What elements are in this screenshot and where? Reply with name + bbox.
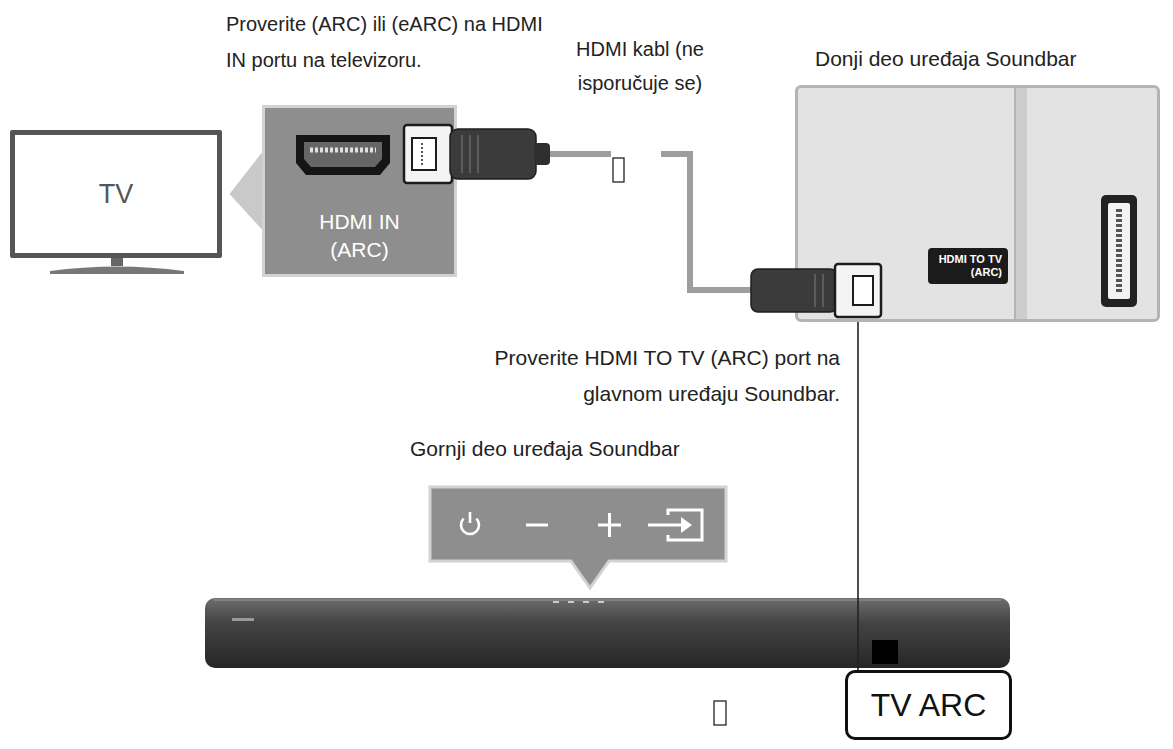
port-name: HDMI IN (ARC)	[308, 208, 412, 265]
callout-pointer-edge	[571, 561, 609, 588]
panel-port-and-plug	[795, 85, 1160, 322]
tv-stand	[50, 258, 184, 274]
plug-grip	[461, 135, 463, 173]
plug-body	[450, 129, 536, 179]
callout-pointer	[571, 559, 609, 588]
input-icon	[648, 524, 683, 527]
plug-head	[404, 125, 452, 183]
plug-body	[751, 269, 837, 312]
soundbar-button-mark	[568, 601, 574, 603]
soundbar-body	[205, 598, 1010, 668]
plug-contacts	[412, 138, 436, 170]
plug-tail	[534, 143, 550, 165]
tv-arc-box: TV ARC	[845, 670, 1012, 740]
plus-icon	[608, 513, 611, 537]
plug-contacts	[853, 276, 873, 305]
leader-line	[857, 322, 859, 670]
soundbar-housing	[205, 598, 1010, 668]
part-heading: Gornji deo uređaja Soundbar	[410, 434, 790, 464]
tv-stand-neck	[111, 258, 123, 266]
soundbar-button-mark	[583, 601, 589, 603]
callout-wedge	[230, 153, 262, 229]
plug-contacts	[421, 143, 423, 165]
missing-glyph-mark	[613, 158, 624, 182]
button-panel	[430, 487, 726, 561]
soundbar-bottom-panel: Donji deo uređaja SoundbarHDMI TO TV (AR…	[795, 85, 1160, 322]
soundbar-logo	[232, 618, 254, 621]
hdmi-port-pins	[1116, 209, 1122, 293]
power-icon	[469, 512, 472, 523]
panel-divider	[1015, 88, 1027, 319]
soundbar-button-mark	[598, 601, 604, 603]
soundbar-top-callout	[430, 487, 726, 588]
edge-label: HDMI kabl (ne isporučuje se)	[535, 32, 745, 100]
hdmi-port-inner	[1108, 203, 1130, 299]
tv-screen: TV	[10, 130, 222, 258]
panel-divider	[1014, 88, 1016, 319]
hdmi-port-inner	[304, 142, 382, 167]
tv-label: TV	[99, 179, 134, 210]
indicator-name: TV ARC	[871, 687, 987, 724]
hdmi-port-pins	[310, 148, 376, 153]
soundbar-button-mark	[553, 601, 559, 603]
tv-stand-base	[50, 267, 184, 275]
minus-icon	[526, 524, 548, 527]
cable-gap	[611, 140, 661, 160]
port-name-chip: HDMI TO TV (ARC)	[928, 248, 1008, 284]
instruction-note: Proverite (ARC) ili (eARC) na HDMI IN po…	[226, 6, 546, 78]
instruction-note: Proverite HDMI TO TV (ARC) port na glavn…	[420, 340, 840, 412]
input-icon	[681, 517, 692, 533]
plug-grip	[477, 135, 479, 173]
display-indicator	[872, 640, 898, 664]
tv-port-callout: HDMI IN (ARC)	[262, 105, 457, 277]
plug-grip	[822, 274, 824, 307]
missing-glyph-mark	[714, 701, 726, 725]
soundbar-edge	[214, 599, 1001, 601]
hdmi-port	[1101, 195, 1137, 307]
hdmi-port	[296, 135, 390, 175]
plug-grip	[469, 135, 471, 173]
plug-head	[835, 264, 881, 317]
plug-grip	[814, 274, 816, 307]
